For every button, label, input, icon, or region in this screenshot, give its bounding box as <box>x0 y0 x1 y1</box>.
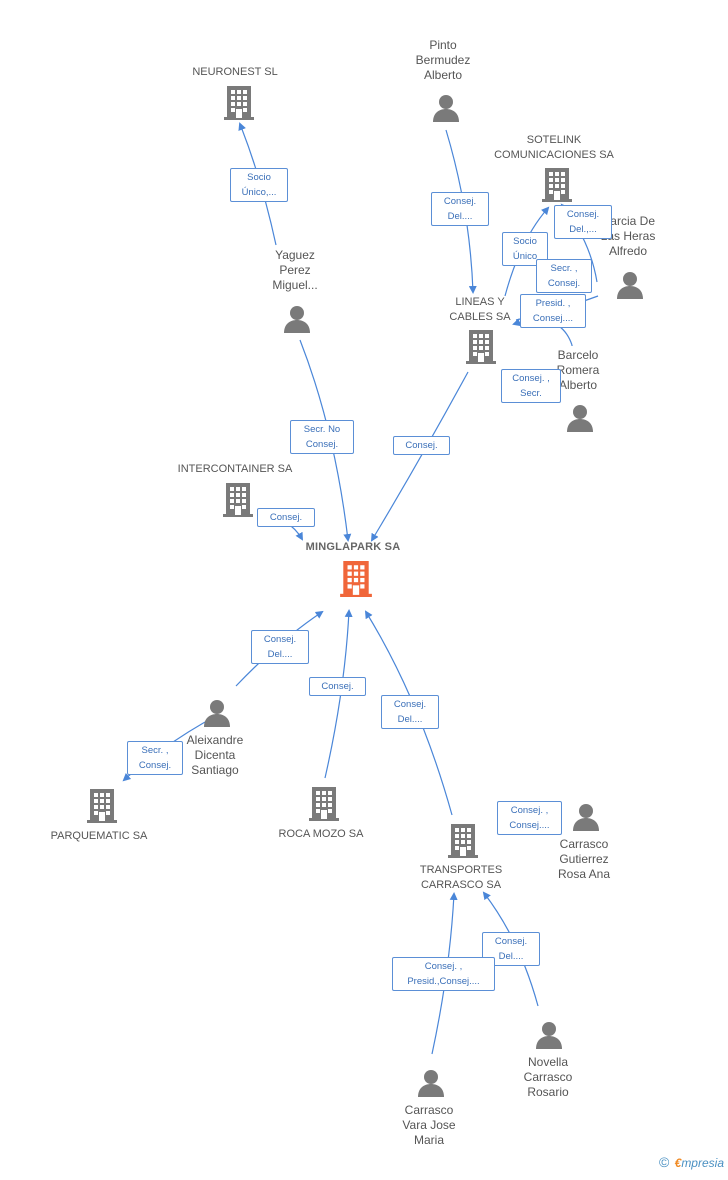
edge-label-rocamozo-minglapark[interactable]: Consej. <box>309 677 366 696</box>
empresia-logo-text: mpresia <box>681 1156 724 1170</box>
edge-label-garcia-lineas[interactable]: Secr. , Consej. <box>536 259 592 293</box>
edge-label-carrasco-gutierrez-transportes[interactable]: Consej. , Consej.... <box>497 801 562 835</box>
lineas-building-icon <box>466 330 496 364</box>
pinto-person-icon <box>433 95 459 122</box>
node-label-neuronest[interactable]: NEURONEST SL <box>192 66 278 78</box>
edge-label-intercontainer-minglapark[interactable]: Consej. <box>257 508 315 527</box>
minglapark-building-icon <box>340 561 372 597</box>
edge-label-yaguez-neuronest[interactable]: Socio Único,... <box>230 168 288 202</box>
node-label-barcelo[interactable]: Barcelo Romera Alberto <box>556 348 600 392</box>
edge-label-pinto-lineas[interactable]: Consej. Del.... <box>431 192 489 226</box>
empresia-logo-e: € <box>674 1156 682 1170</box>
node-label-yaguez[interactable]: Yaguez Perez Miguel... <box>272 248 318 292</box>
transportes-building-icon <box>448 824 478 858</box>
node-label-intercontainer[interactable]: INTERCONTAINER SA <box>177 463 293 475</box>
intercontainer-building-icon <box>223 483 253 517</box>
node-label-minglapark[interactable]: MINGLAPARK SA <box>305 541 401 553</box>
edge-label-alexandre-parquematic[interactable]: Secr. , Consej. <box>127 741 183 775</box>
edge-label-transportes-minglapark[interactable]: Consej. Del.... <box>381 695 439 729</box>
edge-label-alexandre-minglapark[interactable]: Consej. Del.... <box>251 630 309 664</box>
node-label-carrasco-gutierrez[interactable]: Carrasco Gutierrez Rosa Ana <box>557 837 611 881</box>
edge-label-garcia-sotelink[interactable]: Consej. Del.,... <box>554 205 612 239</box>
rocamozo-building-icon <box>309 787 339 821</box>
node-label-parquematic[interactable]: PARQUEMATIC SA <box>50 830 148 842</box>
carrasco-vara-person-icon <box>418 1070 444 1097</box>
node-label-pinto[interactable]: Pinto Bermudez Alberto <box>415 38 471 82</box>
parquematic-building-icon <box>87 789 117 823</box>
edge-label-lineas-minglapark[interactable]: Consej. <box>393 436 450 455</box>
edge-label-barcelo-minglapark[interactable]: Consej. , Secr. <box>501 369 561 403</box>
neuronest-building-icon <box>224 86 254 120</box>
node-label-lineas[interactable]: LINEAS Y CABLES SA <box>449 296 511 323</box>
edge-label-carrasco-vara-transportes[interactable]: Consej. , Presid.,Consej.... <box>392 957 495 991</box>
copyright-icon: © <box>658 1154 670 1170</box>
node-label-novella[interactable]: Novella Carrasco Rosario <box>523 1055 573 1099</box>
sotelink-building-icon <box>542 168 572 202</box>
edge-label-yaguez-minglapark[interactable]: Secr. No Consej. <box>290 420 354 454</box>
garcia-person-icon <box>617 272 643 299</box>
empresia-footer: © €mpresia <box>659 1154 724 1170</box>
novella-person-icon <box>536 1022 562 1049</box>
node-label-carrasco-vara[interactable]: Carrasco Vara Jose Maria <box>402 1103 456 1147</box>
node-label-transportes[interactable]: TRANSPORTES CARRASCO SA <box>419 864 503 891</box>
node-label-sotelink[interactable]: SOTELINK COMUNICACIONES SA <box>494 134 614 161</box>
carrasco-gutierrez-person-icon <box>573 804 599 831</box>
node-label-rocamozo[interactable]: ROCA MOZO SA <box>278 828 364 840</box>
edge-label-barcelo-lineas[interactable]: Presid. , Consej.... <box>520 294 586 328</box>
alexandre-person-icon <box>204 700 230 727</box>
yaguez-person-icon <box>284 306 310 333</box>
edge-lineas-minglapark <box>370 371 469 542</box>
node-label-alexandre[interactable]: Aleixandre Dicenta Santiago <box>186 733 244 777</box>
barcelo-person-icon <box>567 405 593 432</box>
